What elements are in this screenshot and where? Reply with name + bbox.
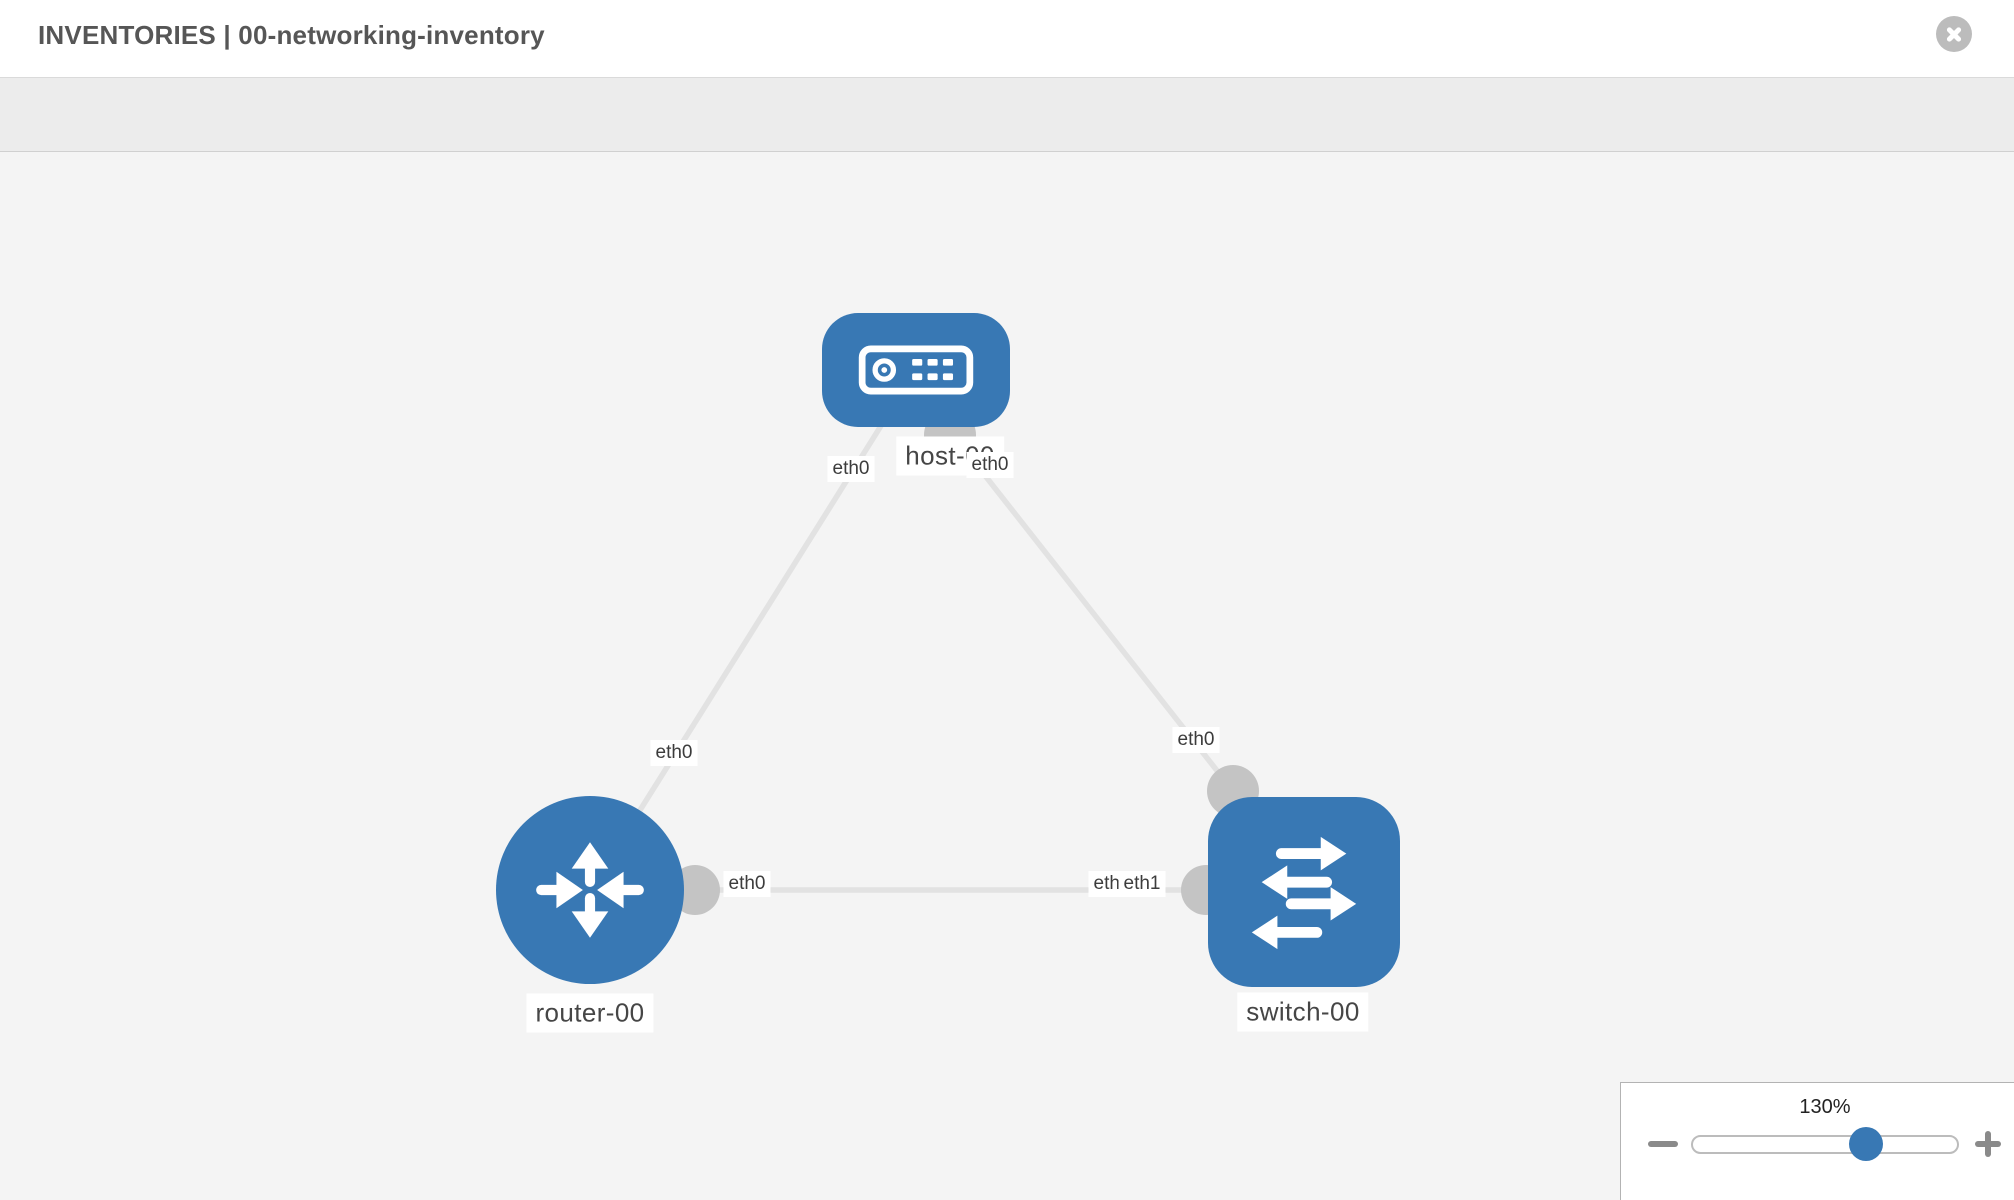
- zoom-in-button[interactable]: [1973, 1129, 2003, 1159]
- node-router-00[interactable]: [496, 796, 684, 984]
- node-label-switch: switch-00: [1237, 992, 1369, 1032]
- interface-label: eth0: [966, 452, 1014, 478]
- router-arrows-icon: [536, 842, 644, 938]
- close-icon[interactable]: [1936, 16, 1972, 52]
- zoom-out-button[interactable]: [1648, 1141, 1678, 1147]
- interface-label: eth1: [1118, 871, 1166, 897]
- node-label-router: router-00: [526, 993, 654, 1033]
- interface-label: eth0: [1172, 727, 1220, 753]
- node-host-00[interactable]: [822, 313, 1010, 427]
- links-layer: [587, 367, 1307, 915]
- zoom-slider-track[interactable]: [1691, 1127, 1959, 1161]
- zoom-control-panel: 130%: [1620, 1082, 2014, 1200]
- toolbar: ACTIONS: [0, 77, 2014, 221]
- plus-icon: [1985, 1131, 1991, 1157]
- interface-label: eth0: [723, 871, 771, 897]
- page-title: INVENTORIES | 00-networking-inventory: [38, 20, 545, 50]
- interface-label: eth0: [827, 456, 875, 482]
- interface-label: eth0: [650, 740, 698, 766]
- panel-header: INVENTORIES | 00-networking-inventory: [0, 0, 2014, 77]
- zoom-slider-thumb[interactable]: [1849, 1127, 1883, 1161]
- node-switch-00[interactable]: [1208, 797, 1400, 987]
- zoom-level-value: 130%: [1799, 1096, 1851, 1118]
- server-icon: [858, 345, 974, 395]
- topology-canvas[interactable]: eth0: [0, 152, 2014, 1200]
- switch-arrows-icon: [1251, 836, 1357, 950]
